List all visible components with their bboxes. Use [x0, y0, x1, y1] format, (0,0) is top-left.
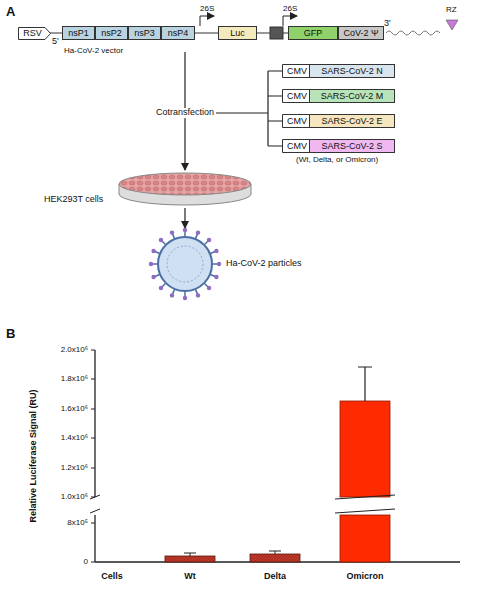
gene-label: nsP4: [168, 29, 189, 38]
panel-letter: A: [6, 5, 15, 19]
tick-label: 1.8x10⁶: [61, 375, 88, 384]
gene-box: nsP3: [128, 26, 161, 40]
gene-label: CMV: [287, 117, 311, 126]
gene-box: Luc: [218, 26, 257, 40]
cell-label: HEK293T cells: [44, 195, 103, 205]
gene-label: nsP2: [101, 29, 122, 38]
end-label: 3': [384, 19, 391, 29]
gene-label: CMV: [287, 92, 311, 101]
gene-box: SARS-CoV-2 E: [309, 114, 395, 128]
step-label: Cotransfection: [154, 108, 216, 118]
end-label: 5': [52, 37, 59, 47]
category-label: Delta: [264, 572, 286, 582]
gene-box: SARS-CoV-2 M: [309, 89, 395, 103]
category-label: Omicron: [346, 572, 383, 582]
gene-box: CoV-2 Ψ: [338, 26, 384, 40]
gene-label: SARS-CoV-2 S: [321, 142, 382, 151]
tick-label: 1.2x10⁶: [61, 464, 88, 473]
gene-label: CoV-2 Ψ: [343, 29, 378, 38]
tick-label: 1.0x10⁶: [61, 493, 88, 502]
gene-box: GFP: [288, 26, 338, 40]
particle-label: Ha-CoV-2 particles: [226, 259, 302, 269]
tick-label: 2.0x10⁶: [61, 346, 88, 355]
gene-label: SARS-CoV-2 N: [321, 67, 383, 76]
gene-label: SARS-CoV-2 E: [321, 117, 382, 126]
gene-box: nsP2: [95, 26, 128, 40]
tick-label: 8x10⁵: [67, 519, 88, 528]
promoter-arrow: RSV: [18, 27, 51, 40]
gene-box: SARS-CoV-2 S: [309, 139, 395, 153]
gene-label: nsP1: [68, 29, 89, 38]
tick-label: 0: [84, 558, 88, 567]
gene-label: GFP: [304, 29, 323, 38]
panel-letter: B: [6, 327, 15, 341]
tick-label: 1.4x10⁶: [61, 434, 88, 443]
vector-label: Ha-CoV-2 vector: [64, 47, 123, 56]
variant-note: (Wt, Delta, or Omicron): [296, 156, 378, 165]
tick-label: 1.6x10⁶: [61, 405, 88, 414]
gene-box: nsP4: [161, 26, 195, 40]
gene-label: CMV: [287, 67, 311, 76]
category-label: Cells: [101, 572, 123, 582]
gene-label: RSV: [23, 29, 46, 38]
promoter-label: 26S: [200, 5, 214, 14]
gene-label: SARS-CoV-2 M: [321, 92, 384, 101]
axis-title: Relative Luciferase Signal (RU): [29, 389, 39, 522]
gene-label: CMV: [287, 142, 311, 151]
gene-box: SARS-CoV-2 N: [309, 64, 395, 78]
gene-box: nsP1: [62, 26, 95, 40]
promoter-label: 26S: [283, 5, 297, 14]
gene-label: Luc: [230, 29, 245, 38]
category-label: Wt: [184, 572, 196, 582]
gene-label: nsP3: [134, 29, 155, 38]
ribozyme-label: RZ: [446, 6, 457, 15]
